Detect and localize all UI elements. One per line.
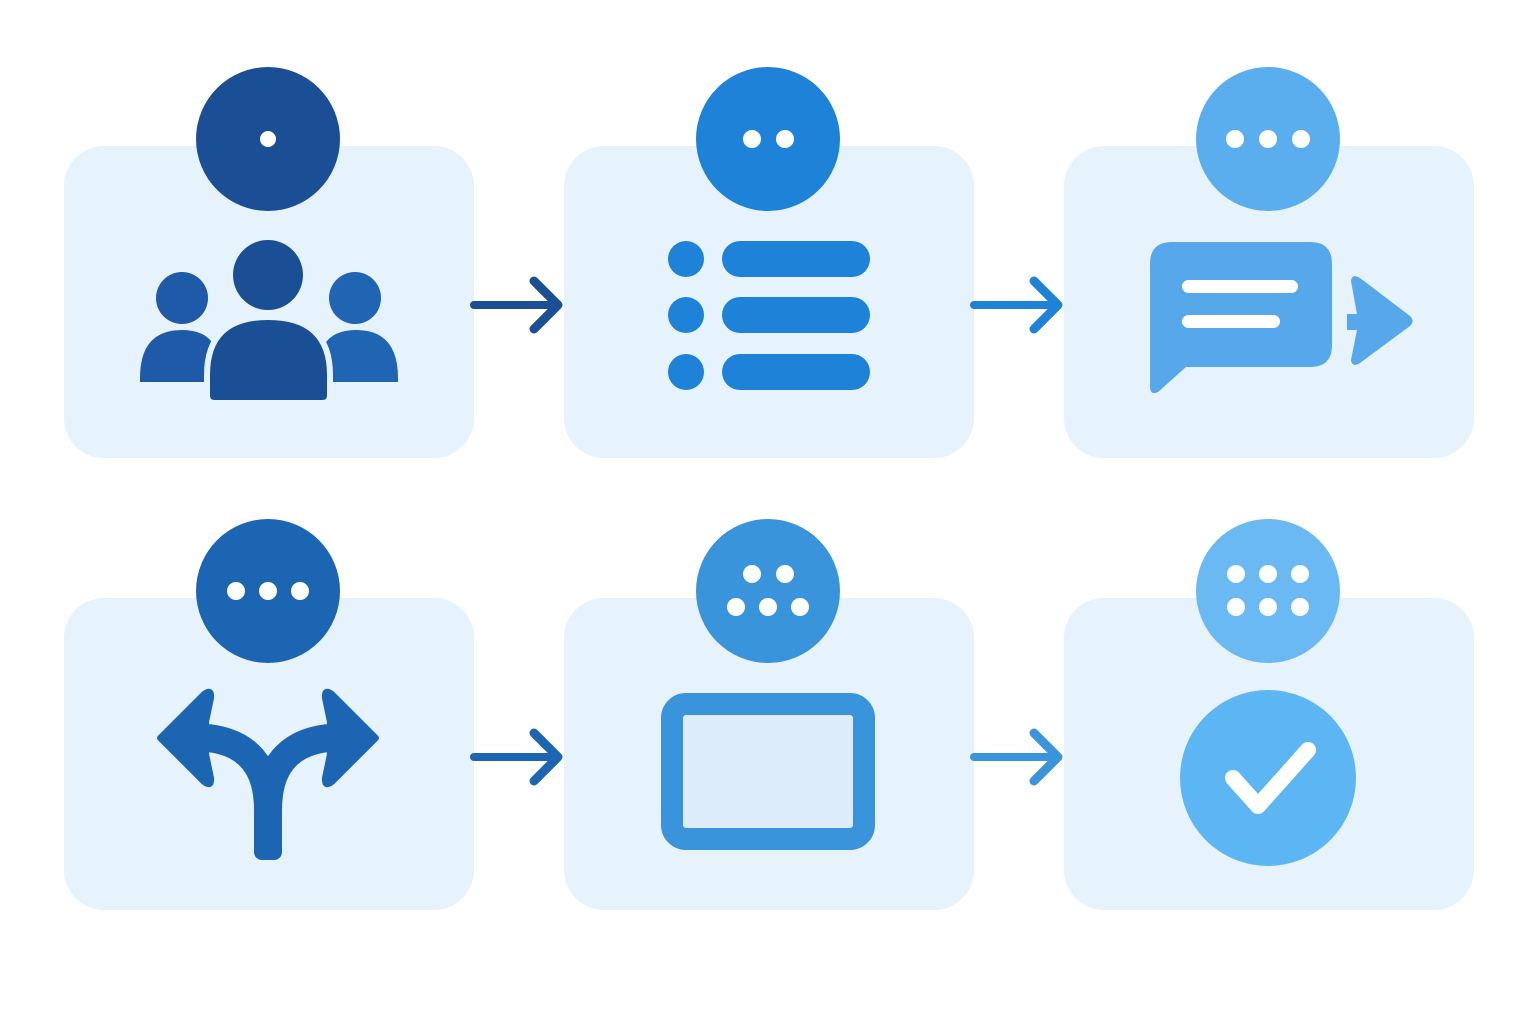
chat-send-icon <box>1150 242 1413 394</box>
chat-line <box>1182 315 1280 328</box>
badge-dot <box>1259 130 1277 148</box>
badge-dot <box>1291 565 1309 583</box>
step-badge-4 <box>196 519 340 663</box>
badge-dot <box>759 598 777 616</box>
badge-dot <box>260 131 276 147</box>
step-badge-5 <box>696 519 840 663</box>
list-icon <box>668 241 870 390</box>
arrow-right-icon <box>470 728 563 786</box>
badge-dot <box>291 582 309 600</box>
step-card-branch <box>64 598 474 910</box>
badge-dot <box>1292 130 1310 148</box>
check-circle-icon <box>1180 690 1356 866</box>
badge-dot <box>776 130 794 148</box>
arrow-right-icon <box>970 728 1063 786</box>
badge-dot <box>743 130 761 148</box>
badge-dot <box>1259 598 1277 616</box>
step-badge-6 <box>1196 519 1340 663</box>
arrow-right-icon <box>470 276 563 334</box>
send-icon <box>1347 276 1413 365</box>
badge-dot <box>1227 565 1245 583</box>
badge-dot <box>1227 598 1245 616</box>
badge-dot <box>227 582 245 600</box>
step-badge-1 <box>196 67 340 211</box>
chat-line <box>1182 280 1298 293</box>
checkmark-icon <box>1225 742 1316 814</box>
badge-dot <box>1291 598 1309 616</box>
people-group-icon <box>140 240 398 406</box>
split-arrows-icon <box>157 688 379 860</box>
badge-dot <box>1226 130 1244 148</box>
badge-dot <box>1259 565 1277 583</box>
badge-dot <box>727 598 745 616</box>
step-badge-3 <box>1196 67 1340 211</box>
badge-dot <box>791 598 809 616</box>
badge-dot <box>259 582 277 600</box>
badge-dot <box>743 565 761 583</box>
frame-icon <box>661 693 875 850</box>
step-badge-2 <box>696 67 840 211</box>
arrow-right-icon <box>970 276 1063 334</box>
badge-dot <box>776 565 794 583</box>
